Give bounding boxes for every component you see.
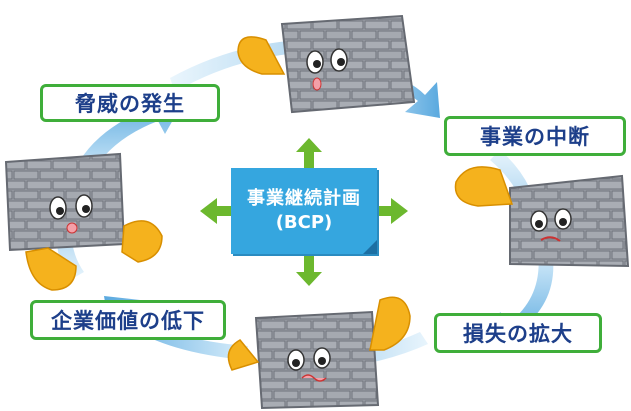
stone-wall-character-top: [237, 14, 416, 114]
stage-label-devalue: 企業価値の低下: [30, 300, 226, 340]
hand-icon: [369, 296, 411, 351]
stage-label-threat: 脅威の発生: [40, 84, 220, 122]
hand-icon: [121, 220, 163, 263]
green-arrow-icon: [200, 138, 408, 286]
hand-icon: [237, 36, 286, 75]
hand-icon: [227, 339, 260, 371]
hand-icon: [25, 247, 77, 291]
stone-wall-character-right: [454, 166, 630, 268]
stone-wall-character-bottom: [227, 296, 411, 410]
stage-label-interrupt: 事業の中断: [444, 116, 626, 156]
center-subtitle: (BCP): [275, 212, 333, 233]
stage-label-devalue-text: 企業価値の低下: [51, 309, 205, 333]
stone-wall-character-left: [4, 152, 163, 291]
stage-label-interrupt-text: 事業の中断: [480, 125, 590, 149]
center-bcp-note: 事業継続計画 (BCP): [231, 168, 377, 254]
stage-label-loss-text: 損失の拡大: [463, 322, 573, 346]
stage-label-threat-text: 脅威の発生: [75, 92, 185, 116]
stage-label-loss: 損失の拡大: [434, 313, 602, 353]
page-fold-icon: [363, 240, 377, 254]
center-title: 事業継続計画: [247, 188, 361, 209]
hand-icon: [454, 166, 514, 207]
